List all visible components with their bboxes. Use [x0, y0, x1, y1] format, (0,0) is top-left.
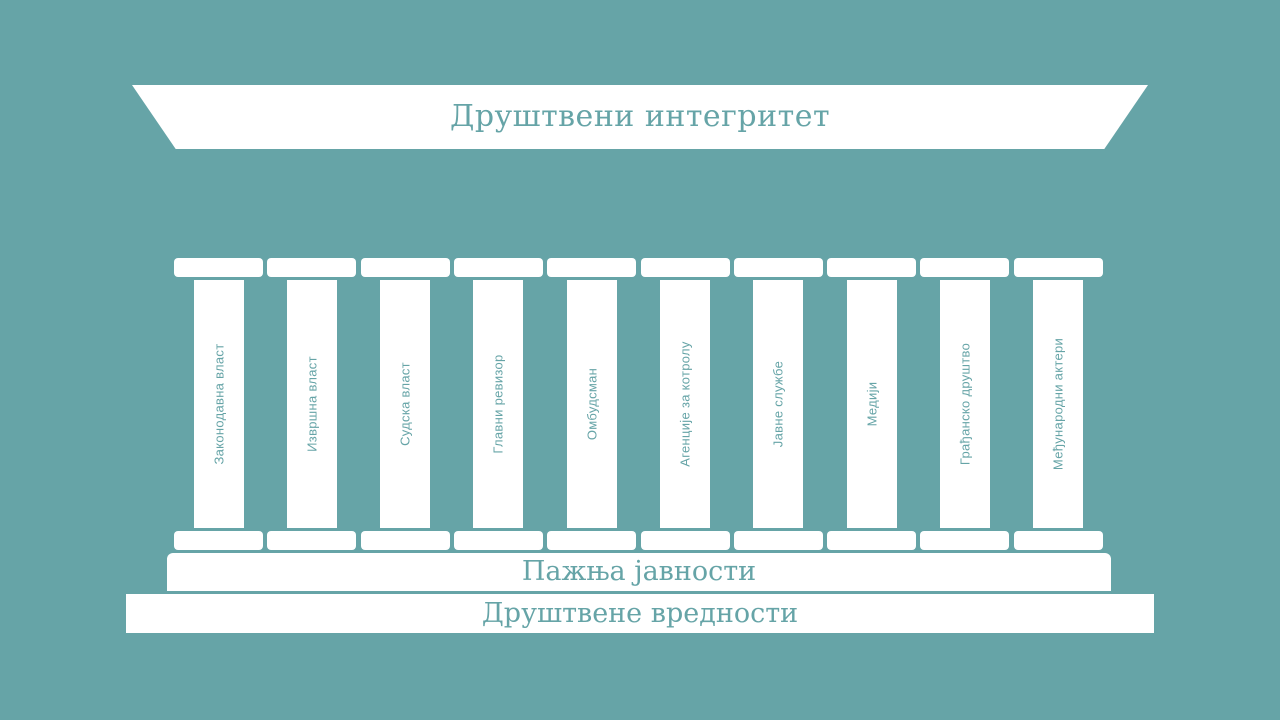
pillar-plinth — [920, 531, 1010, 550]
pillar-label: Медији — [864, 381, 880, 427]
pillar-label: Главни ревизор — [490, 354, 506, 454]
pillar-shaft: Омбудсман — [566, 280, 617, 528]
pillar-plinth — [453, 531, 543, 550]
pillar-label: Омбудсман — [584, 367, 600, 441]
pillar-shaft: Главни ревизор — [473, 280, 524, 528]
pillar-shaft: Међународни актери — [1033, 280, 1084, 528]
pillar-label: Судска власт — [397, 362, 413, 446]
pillar-plinth — [174, 531, 263, 550]
pillar-shaft: Медији — [846, 280, 897, 528]
pillar-label: Међународни актери — [1050, 337, 1066, 471]
pillar-label: Грађанско друштво — [957, 342, 973, 466]
pillar-label: Законодавна власт — [211, 343, 226, 465]
pillar-capital — [640, 258, 730, 277]
base-lower-step: Друштвене вредности — [126, 594, 1154, 633]
pillar-shaft: Јавне службе — [753, 280, 804, 528]
pillar-capital — [1013, 258, 1103, 277]
pillar-capital — [827, 258, 917, 277]
pillar-plinth — [547, 531, 637, 550]
pillar-capital — [360, 258, 450, 277]
pillar-plinth — [267, 531, 357, 550]
pillar-plinth — [640, 531, 730, 550]
pillar-label: Агенције за котролу — [677, 341, 693, 467]
pillar-shaft: Судска власт — [380, 280, 431, 528]
pillar-shaft: Грађанско друштво — [939, 280, 990, 528]
pillar-plinth — [360, 531, 450, 550]
base-upper-step: Пажња јавности — [167, 553, 1111, 591]
pillar-label: Извршна власт — [304, 356, 320, 452]
pillar-capital — [920, 258, 1010, 277]
pillar-capital — [174, 258, 263, 277]
pillar-capital — [733, 258, 823, 277]
pillar-shaft: Извршна власт — [286, 280, 337, 528]
pillar-capital — [547, 258, 637, 277]
pillar-shaft: Агенције за котролу — [660, 280, 710, 528]
pillar-capital — [267, 258, 357, 277]
pillar-plinth — [733, 531, 823, 550]
pillar-plinth — [827, 531, 917, 550]
roof-title: Друштвени интегритет — [449, 99, 831, 134]
pillar-capital — [453, 258, 543, 277]
pillar-label: Јавне службе — [770, 360, 786, 448]
roof-pediment — [132, 85, 1148, 149]
pillar-plinth — [1013, 531, 1103, 550]
pillar-shaft: Законодавна власт — [193, 280, 244, 528]
